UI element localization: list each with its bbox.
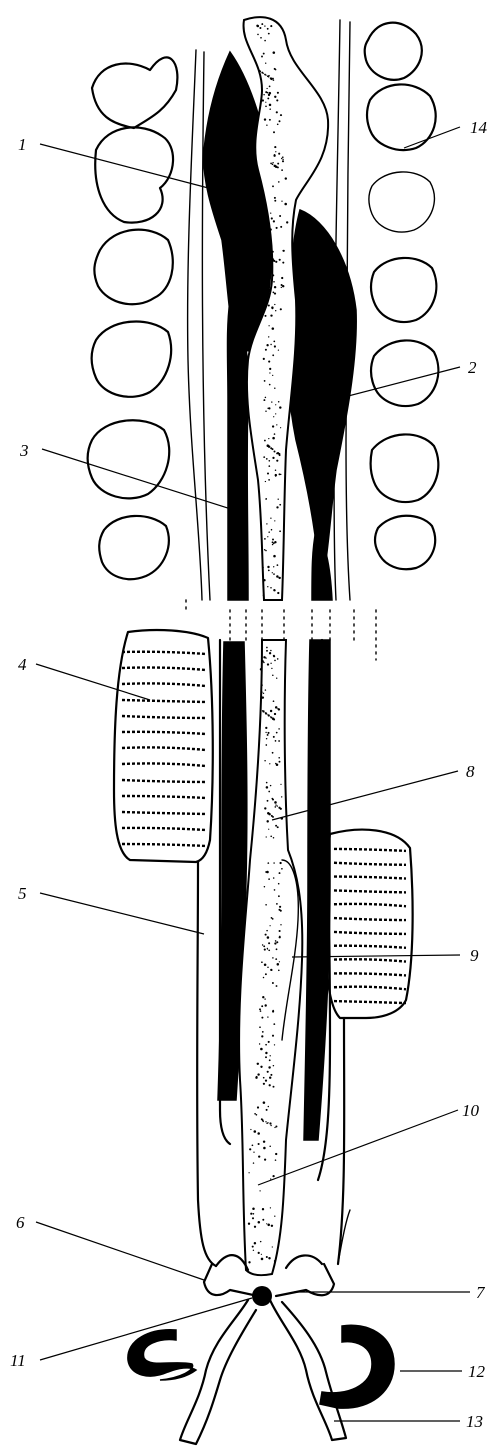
label-2: 2	[468, 358, 477, 377]
terminal-node	[252, 1286, 272, 1306]
right-vertebrae	[365, 23, 439, 570]
label-1: 1	[18, 135, 27, 154]
lower-branches	[180, 1300, 346, 1444]
label-4: 4	[18, 655, 27, 674]
right-hook	[320, 1325, 394, 1408]
label-3: 3	[19, 441, 29, 460]
label-12: 12	[468, 1362, 486, 1381]
label-8: 8	[466, 762, 475, 781]
label-10: 10	[462, 1101, 480, 1120]
left-vertebrae	[88, 57, 178, 579]
label-14: 14	[470, 118, 488, 137]
label-11: 11	[10, 1351, 26, 1370]
left-hook	[128, 1330, 196, 1380]
label-5: 5	[18, 884, 27, 903]
right-dark-strand-lower	[304, 640, 330, 1140]
left-dark-strand-upper	[228, 300, 249, 600]
label-9: 9	[470, 946, 479, 965]
left-muscle-block	[114, 630, 213, 862]
label-6: 6	[16, 1213, 25, 1232]
label-13: 13	[466, 1412, 483, 1431]
right-muscle-block	[326, 830, 413, 1018]
label-7: 7	[476, 1283, 486, 1302]
